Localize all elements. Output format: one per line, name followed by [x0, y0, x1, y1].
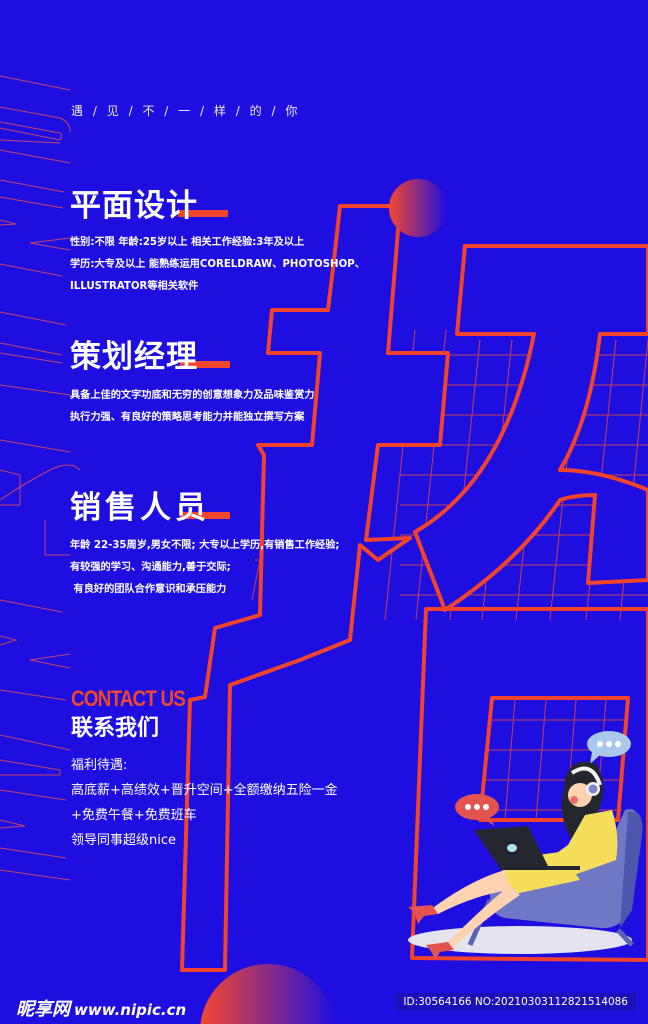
gradient-circle-top	[389, 179, 447, 237]
section-title-salesperson: 销售人员	[70, 490, 210, 526]
tagline-char: 见	[106, 104, 120, 118]
section-desc-graphic-design: 性别:不限 年龄:25岁以上 相关工作经验:3年及以上 学历:大专及以上 能熟练…	[70, 232, 365, 298]
desc-line: 具备上佳的文字功底和无穷的创意想象力及品味鉴赏力	[70, 390, 315, 401]
illustration-woman-with-laptop	[408, 731, 643, 960]
benefit-line: 领导同事超级nice	[71, 833, 176, 848]
desc-line: 学历:大专及以上 能熟练运用CORELDRAW、PHOTOSHOP、	[70, 259, 365, 270]
tagline: 遇 / 见 / 不 / 一 / 样 / 的 / 你	[71, 102, 302, 119]
desc-line: 有良好的团队合作意识和承压能力	[70, 584, 227, 595]
desc-line: 性别:不限 年龄:25岁以上 相关工作经验:3年及以上	[70, 237, 305, 248]
tagline-separator: /	[235, 104, 241, 118]
benefit-line: +免费午餐+免费班车	[71, 808, 197, 823]
tagline-separator: /	[164, 104, 170, 118]
title-underline-bar	[180, 361, 230, 368]
desc-line: 有较强的学习、沟通能力,善于交际;	[70, 562, 231, 573]
gradient-circle-bottom	[200, 964, 336, 1024]
section-title-graphic-design: 平面设计	[70, 188, 198, 224]
desc-line: ILLUSTRATOR等相关软件	[70, 281, 199, 292]
benefits-label: 福利待遇:	[71, 758, 128, 773]
title-underline-bar	[178, 210, 228, 217]
section-desc-planning-manager: 具备上佳的文字功底和无穷的创意想象力及品味鉴赏力 执行力强、有良好的策略思考能力…	[70, 385, 315, 429]
tagline-char: 的	[249, 104, 263, 118]
contact-us-chinese-heading: 联系我们	[71, 716, 160, 741]
tagline-separator: /	[128, 104, 134, 118]
image-id-label: ID:30564166 NO:20210303112821514086	[395, 993, 636, 1011]
outlined-big-characters	[180, 204, 648, 972]
logo-text: 昵享网	[16, 999, 70, 1020]
outlined-vertical-text	[0, 75, 81, 881]
tagline-char: 一	[178, 104, 192, 118]
section-title-planning-manager: 策划经理	[70, 339, 198, 375]
tagline-char: 样	[213, 104, 227, 118]
section-desc-salesperson: 年龄 22-35周岁,男女不限; 大专以上学历,有销售工作经验; 有较强的学习、…	[70, 535, 340, 601]
tagline-separator: /	[92, 104, 98, 118]
contact-us-heading: CONTACT US	[71, 686, 186, 711]
tagline-char: 遇	[71, 104, 85, 118]
benefit-line: 高底薪+高绩效+晋升空间+全额缴纳五险一金	[71, 783, 338, 798]
site-url: www.nipic.cn	[74, 1001, 187, 1019]
tagline-char: 你	[285, 104, 299, 118]
tagline-separator: /	[271, 104, 277, 118]
tagline-separator: /	[200, 104, 206, 118]
desc-line: 年龄 22-35周岁,男女不限; 大专以上学历,有销售工作经验;	[70, 540, 340, 551]
desc-line: 执行力强、有良好的策略思考能力并能独立撰写方案	[70, 412, 305, 423]
benefits-list: 福利待遇: 高底薪+高绩效+晋升空间+全额缴纳五险一金 +免费午餐+免费班车 领…	[71, 753, 338, 853]
title-underline-bar	[180, 512, 230, 519]
tagline-char: 不	[142, 104, 156, 118]
